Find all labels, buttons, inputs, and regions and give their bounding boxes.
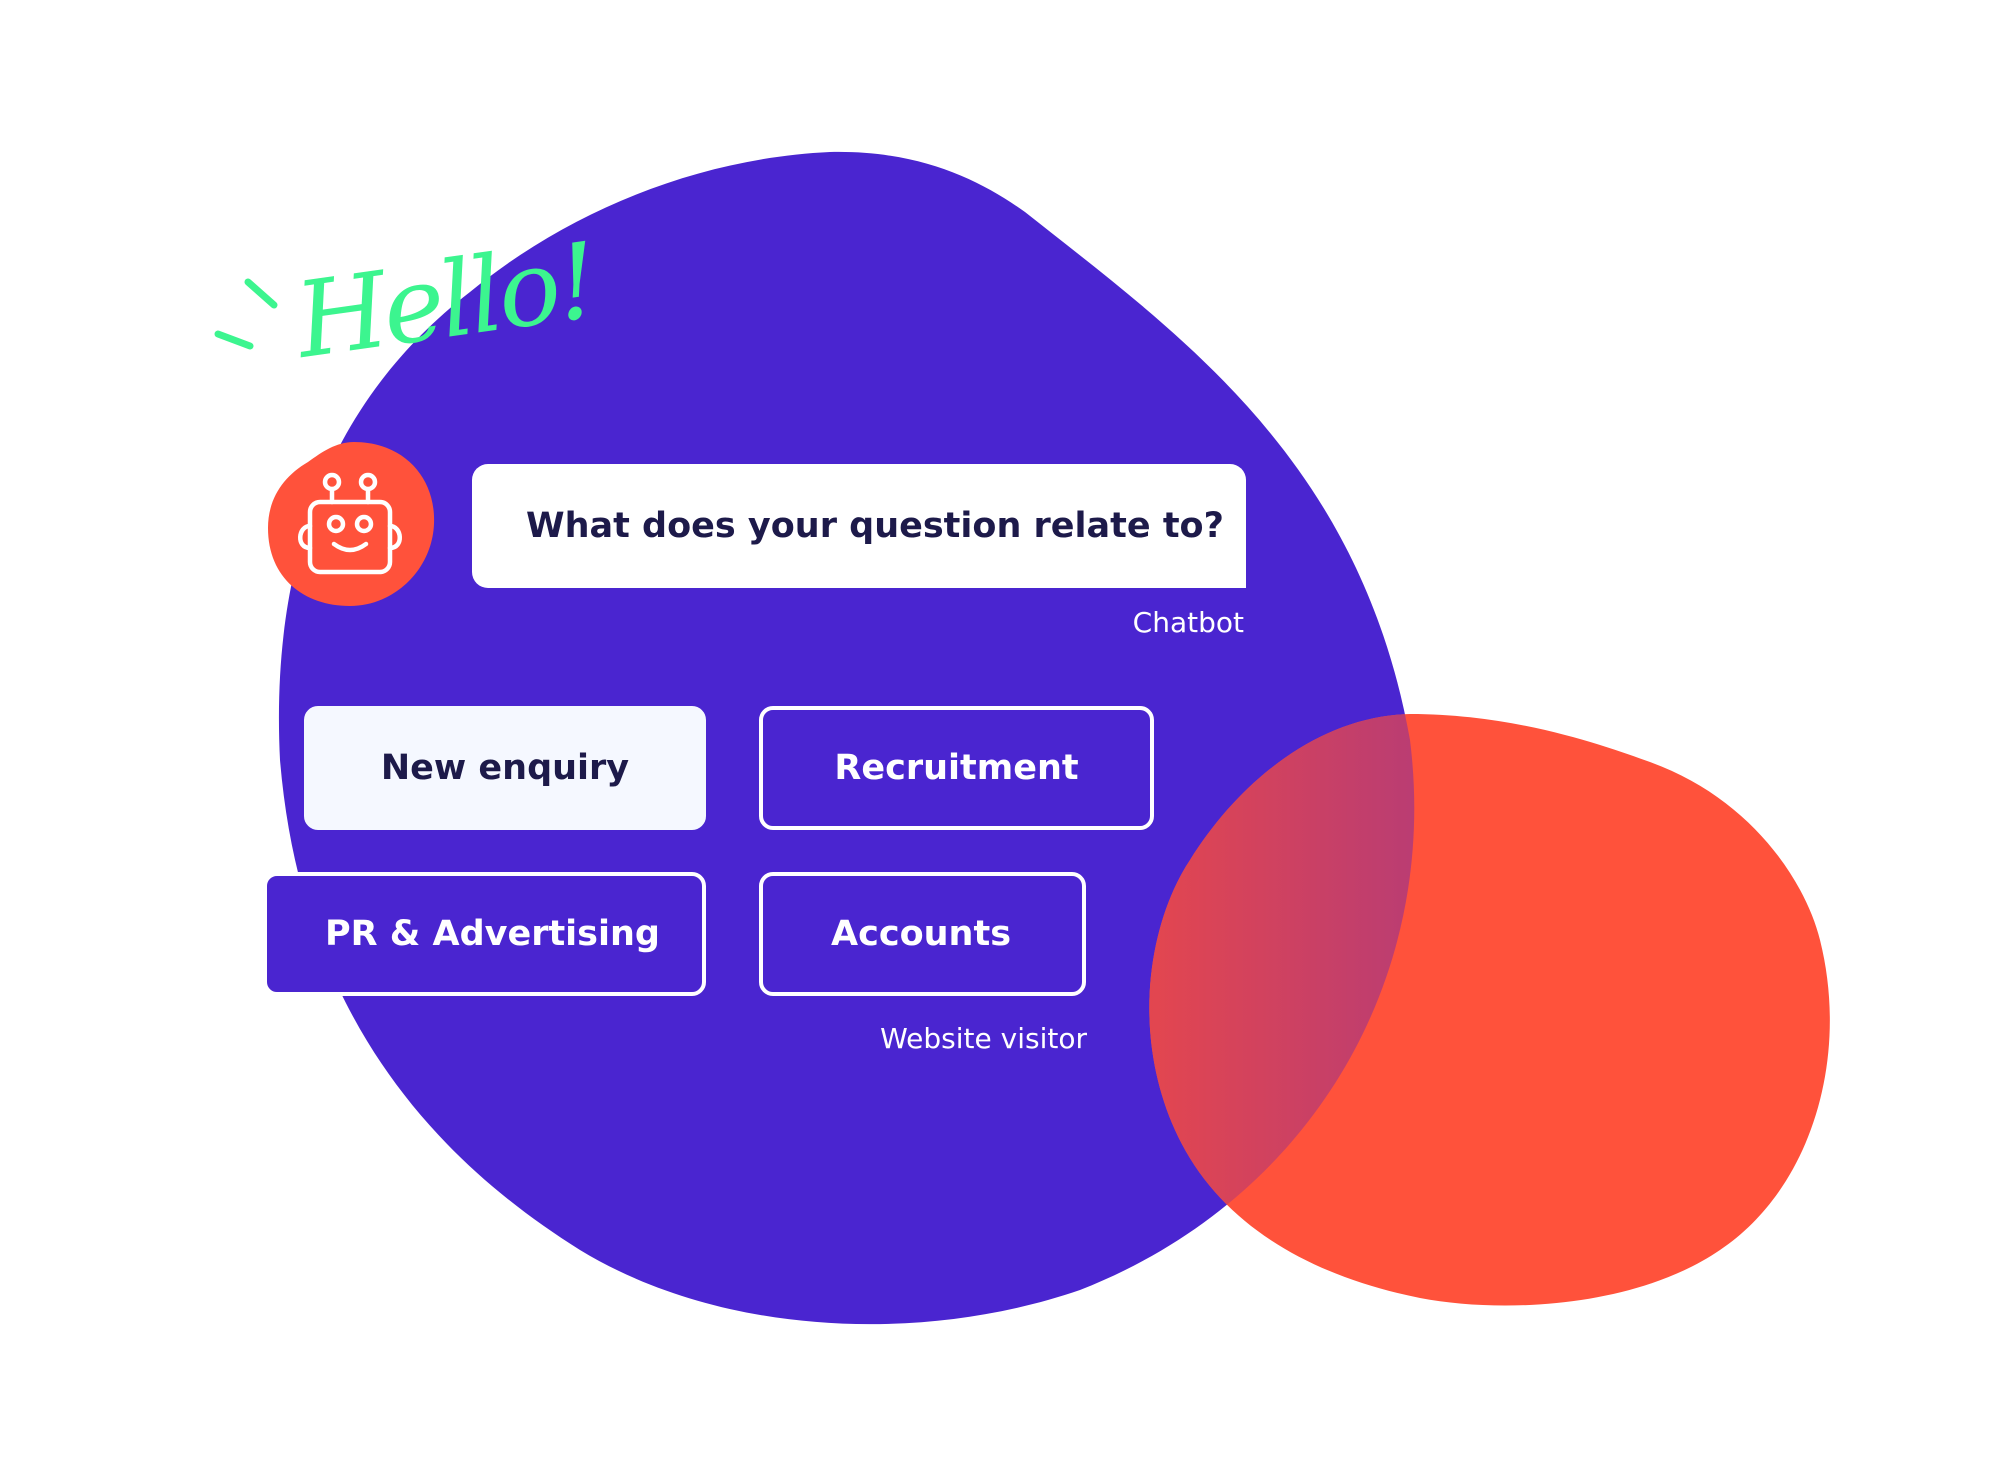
option-pr-advertising-button[interactable]: PR & Advertising: [263, 872, 706, 996]
chatbot-message-text: What does your question relate to?: [526, 506, 1224, 546]
option-label: Accounts: [831, 914, 1012, 954]
option-label: Recruitment: [834, 748, 1079, 788]
option-label: PR & Advertising: [325, 914, 660, 954]
chatbot-sender-label: Chatbot: [1132, 606, 1244, 639]
option-recruitment-button[interactable]: Recruitment: [759, 706, 1154, 830]
sparkle-lines-icon: [214, 278, 278, 350]
chatbot-message-bubble: What does your question relate to?: [472, 464, 1246, 588]
robot-icon: [298, 472, 402, 575]
visitor-sender-label: Website visitor: [880, 1022, 1087, 1055]
chatbot-avatar: [268, 442, 435, 606]
option-new-enquiry-button[interactable]: New enquiry: [304, 706, 706, 830]
option-accounts-button[interactable]: Accounts: [759, 872, 1086, 996]
option-label: New enquiry: [380, 748, 630, 788]
